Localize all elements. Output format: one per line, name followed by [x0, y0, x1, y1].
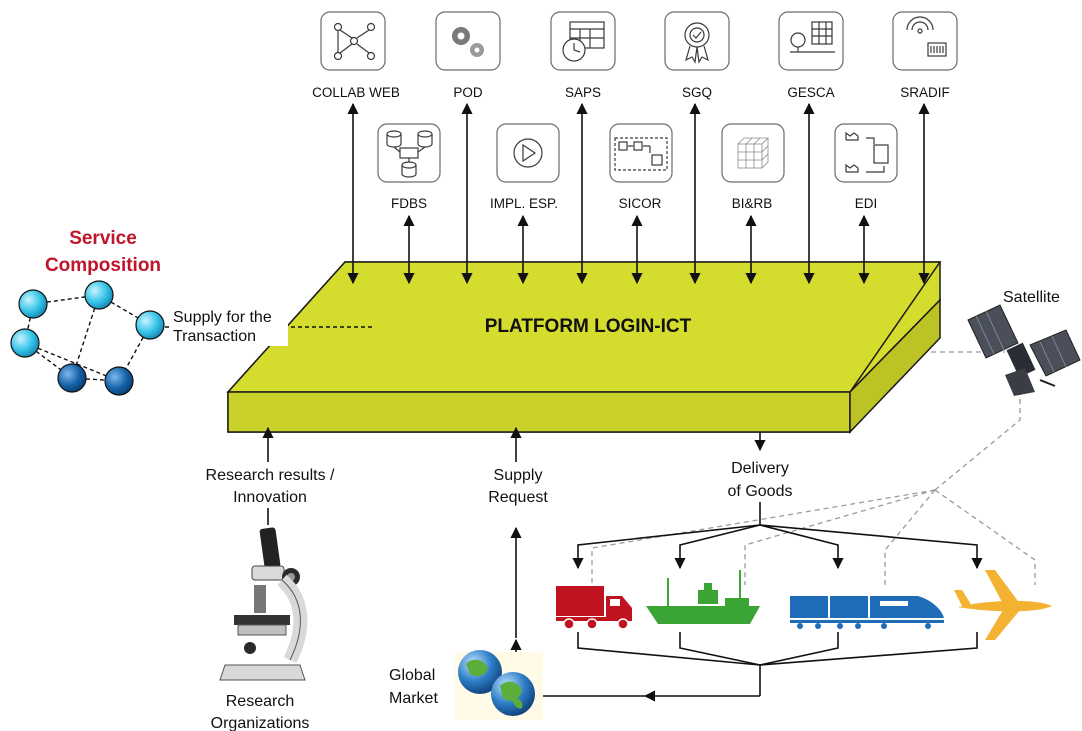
service-composition: Service Composition Supply for the Trans… — [10, 228, 375, 396]
service-label: SRADIF — [900, 85, 950, 100]
service-label: FDBS — [391, 196, 427, 211]
service-label: BI&RB — [732, 196, 773, 211]
service-sgq[interactable]: SGQ — [664, 11, 730, 100]
supply-transaction-label: Transaction — [173, 328, 256, 345]
document-exchange-icon — [845, 131, 889, 173]
microscope-icon — [219, 527, 308, 681]
research-organizations-label: Research — [226, 693, 294, 710]
delivery-label: of Goods — [728, 483, 793, 500]
service-label: SGQ — [682, 85, 712, 100]
research-results-label: Innovation — [233, 489, 307, 506]
gears-icon — [452, 27, 484, 57]
service-bi-rb[interactable]: BI&RB — [721, 123, 785, 211]
research-section: Research results / Innovation Research O… — [206, 426, 335, 731]
service-impl-esp[interactable]: IMPL. ESP. — [490, 123, 560, 211]
supply-transaction-label: Supply for the — [173, 309, 272, 326]
service-sradif[interactable]: SRADIF — [892, 11, 958, 100]
supply-request-label: Supply — [494, 467, 543, 484]
service-label: SICOR — [619, 196, 662, 211]
service-fdbs[interactable]: FDBS — [377, 123, 441, 211]
data-cube-icon — [737, 137, 769, 169]
flow-diagram-icon — [614, 137, 668, 171]
global-market: Global Market — [389, 650, 543, 720]
research-organizations-label: Organizations — [211, 715, 310, 731]
service-label: SAPS — [565, 85, 601, 100]
quality-badge-icon — [684, 22, 710, 64]
rfid-barcode-icon — [906, 16, 947, 57]
delivery-section: Delivery of Goods — [535, 432, 983, 702]
research-results-label: Research results / — [206, 467, 335, 484]
service-pod[interactable]: POD — [435, 11, 501, 100]
globe-icon — [455, 650, 543, 720]
ship-icon — [646, 570, 760, 624]
service-arrows — [347, 102, 930, 285]
service-label: COLLAB WEB — [312, 85, 400, 100]
service-label: IMPL. ESP. — [490, 196, 558, 211]
train-icon — [790, 596, 944, 629]
service-collab-web[interactable]: COLLAB WEB — [312, 11, 400, 100]
platform-slab: PLATFORM LOGIN-ICT — [226, 261, 942, 434]
satellite-label: Satellite — [1003, 289, 1060, 306]
service-composition-title: Service — [69, 228, 137, 249]
service-composition-title: Composition — [45, 255, 161, 276]
satellite-icon — [967, 304, 1081, 396]
supply-request-label: Request — [488, 489, 548, 506]
supply-request-section: Supply Request — [488, 426, 548, 665]
service-edi[interactable]: EDI — [834, 123, 898, 211]
service-label: GESCA — [787, 85, 834, 100]
satellite: Satellite — [967, 289, 1081, 396]
platform-title: PLATFORM LOGIN-ICT — [485, 316, 692, 337]
service-label: EDI — [855, 196, 878, 211]
service-label: POD — [453, 85, 483, 100]
airplane-icon — [954, 570, 1052, 640]
database-icon — [386, 130, 433, 178]
delivery-label: Delivery — [731, 460, 789, 477]
service-sicor[interactable]: SICOR — [609, 123, 673, 211]
network-users-icon — [333, 22, 376, 61]
calendar-clock-icon — [562, 21, 605, 62]
truck-icon — [556, 586, 632, 630]
service-saps[interactable]: SAPS — [550, 11, 616, 100]
global-market-label: Global — [389, 667, 435, 684]
play-icon — [513, 138, 543, 168]
scale-pallet-icon — [790, 21, 835, 53]
global-market-label: Market — [389, 690, 438, 707]
service-gesca[interactable]: GESCA — [778, 11, 844, 100]
